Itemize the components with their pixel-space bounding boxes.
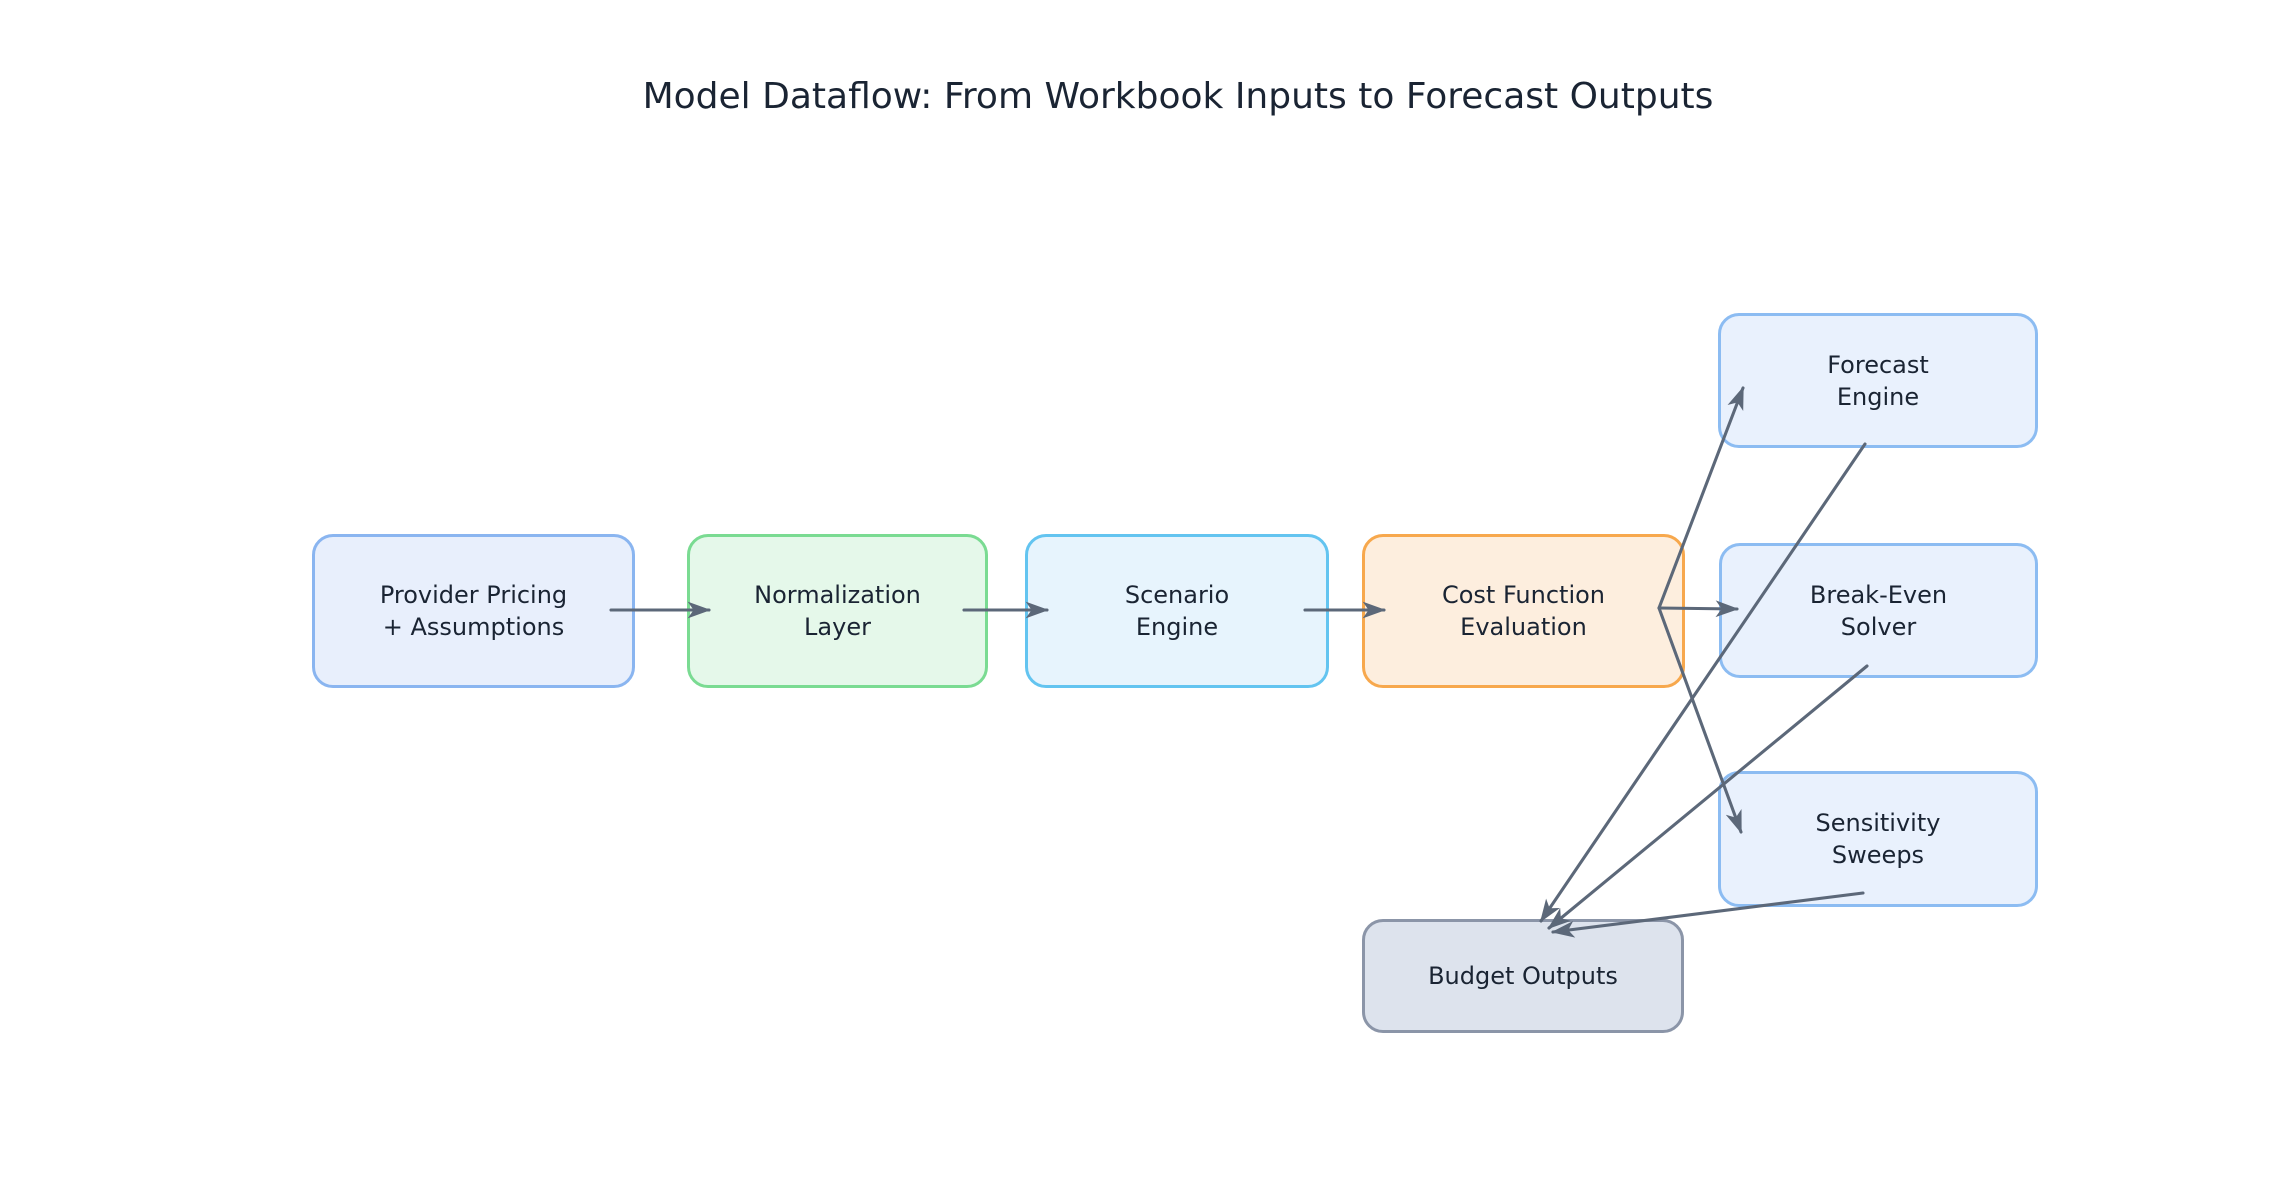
node-scenario-engine: Scenario Engine bbox=[1025, 534, 1329, 688]
node-label: Normalization Layer bbox=[754, 581, 921, 641]
diagram-title: Model Dataflow: From Workbook Inputs to … bbox=[642, 76, 1714, 117]
node-label: Forecast Engine bbox=[1827, 350, 1929, 411]
node-normalization-layer: Normalization Layer bbox=[687, 534, 988, 688]
node-forecast-engine: Forecast Engine bbox=[1718, 313, 2038, 448]
node-provider-pricing-assumptions: Provider Pricing + Assumptions bbox=[312, 534, 635, 688]
node-label: Scenario Engine bbox=[1124, 581, 1230, 641]
node-label: Provider Pricing + Assumptions bbox=[379, 581, 568, 641]
node-label: Budget Outputs bbox=[1428, 962, 1618, 990]
node-break-even-solver: Break-Even Solver bbox=[1719, 543, 2038, 678]
node-cost-function-evaluation: Cost Function Evaluation bbox=[1362, 534, 1685, 688]
node-sensitivity-sweeps: Sensitivity Sweeps bbox=[1718, 771, 2038, 907]
node-label: Sensitivity Sweeps bbox=[1815, 809, 1941, 869]
node-label: Cost Function Evaluation bbox=[1441, 581, 1606, 641]
node-label: Break-Even Solver bbox=[1809, 580, 1948, 641]
node-budget-outputs: Budget Outputs bbox=[1362, 919, 1684, 1033]
